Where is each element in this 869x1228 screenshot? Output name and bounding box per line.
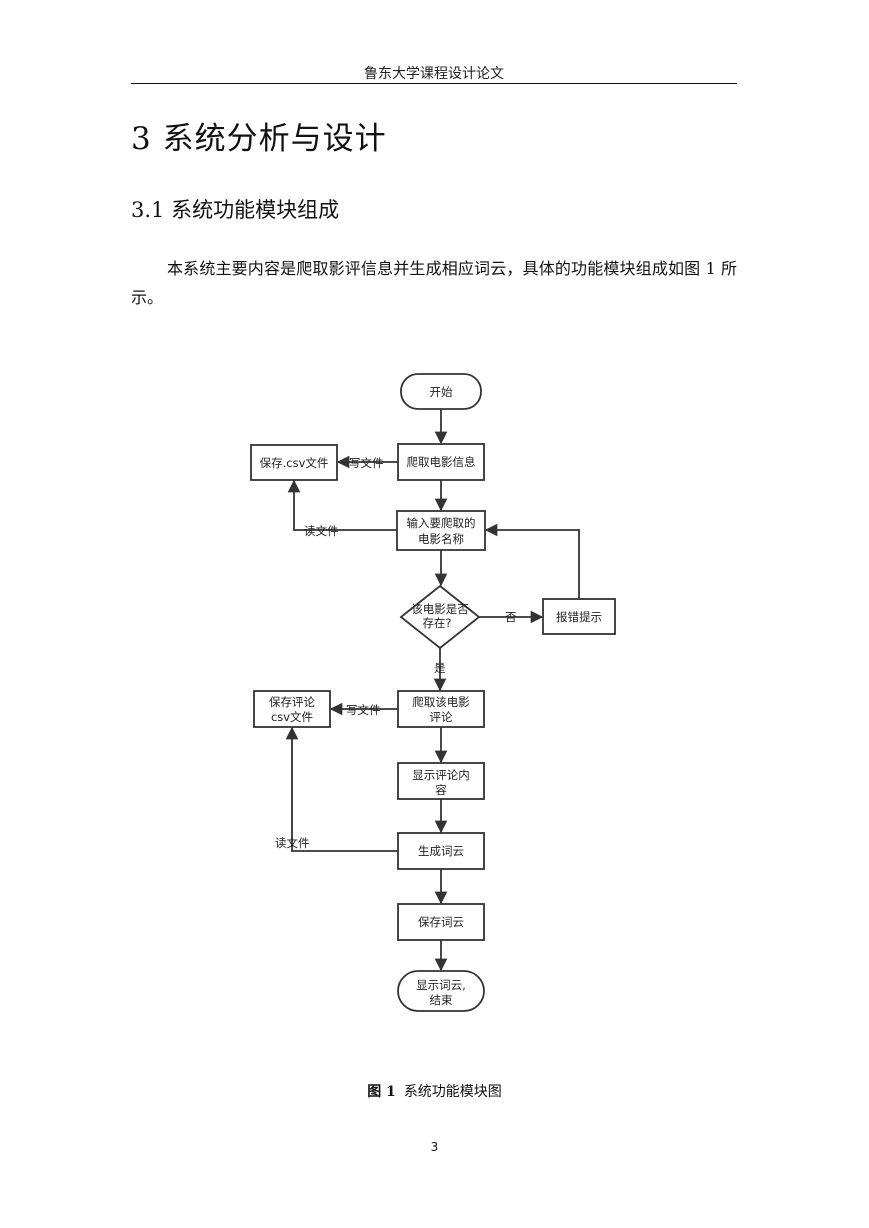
chapter-title: 3 系统分析与设计 (131, 121, 387, 157)
header-rule (131, 83, 737, 84)
end-label-2: 结束 (430, 993, 453, 1007)
edge-error-input (484, 523, 580, 599)
input-movie-label-1: 输入要爬取的 (407, 516, 476, 530)
figure-label: 图 1 (367, 1084, 396, 1100)
write-file-label-1: 写文件 (349, 456, 384, 470)
gen-cloud-label: 生成词云 (418, 844, 464, 858)
crawl-movie-label: 爬取电影信息 (407, 455, 476, 469)
no-label: 否 (505, 610, 517, 624)
decision-label-1: 该电影是否 (411, 602, 469, 616)
save-cloud-label: 保存词云 (418, 915, 464, 929)
input-movie-label-2: 电影名称 (418, 532, 464, 546)
figure-caption-text: 系统功能模块图 (403, 1084, 502, 1100)
crawl-reviews-label-1: 爬取该电影 (412, 695, 470, 709)
body-paragraph: 本系统主要内容是爬取影评信息并生成相应词云，具体的功能模块组成如图 1 所示。 (131, 259, 737, 307)
read-file-label-1: 读文件 (304, 524, 339, 538)
decision-label-2: 存在? (422, 616, 451, 630)
crawl-reviews-label-2: 评论 (430, 710, 453, 724)
save-reviews-label-2: csv文件 (271, 710, 313, 724)
yes-label: 是 (434, 661, 446, 675)
figure-caption: 图 1 系统功能模块图 (0, 1081, 869, 1101)
running-header: 鲁东大学课程设计论文 (364, 66, 504, 82)
page-number: 3 (430, 1140, 439, 1154)
section-title: 3.1 系统功能模块组成 (131, 198, 340, 222)
write-file-label-2: 写文件 (346, 703, 381, 717)
save-reviews-label-1: 保存评论 (269, 695, 315, 709)
end-label-1: 显示词云, (416, 978, 466, 992)
crawl-reviews-node (397, 690, 485, 728)
edge-gen-savereviews (285, 726, 398, 852)
error-node (542, 598, 616, 635)
edge-input-savecsv (287, 479, 397, 531)
start-label: 开始 (430, 385, 453, 399)
save-csv-label: 保存.csv文件 (260, 456, 329, 470)
error-label: 报错提示 (556, 610, 602, 624)
read-file-label-2: 读文件 (275, 836, 310, 850)
show-reviews-label-2: 容 (435, 783, 447, 797)
show-reviews-label-1: 显示评论内 (412, 768, 470, 782)
